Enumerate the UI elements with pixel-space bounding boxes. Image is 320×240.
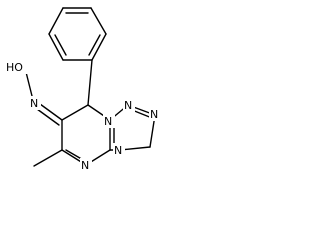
pyrimidine-ring <box>61 104 111 166</box>
bond <box>48 33 64 61</box>
atom-label-n5: N <box>114 144 122 157</box>
phenyl-ring <box>48 7 107 61</box>
bond <box>61 104 89 121</box>
atom-label-oxime-n: N <box>30 97 38 110</box>
bond <box>25 71 33 97</box>
atom-label-hydroxyl: HO <box>6 61 23 74</box>
oxime-double-bond <box>39 103 63 121</box>
atom-label-n1: N <box>104 115 112 128</box>
double-bond-inner <box>88 34 101 56</box>
atom-label-n4: N <box>81 159 89 172</box>
oxime-double-bond <box>36 108 60 126</box>
double-bond-inner <box>54 34 67 56</box>
methyl-bond <box>33 149 63 167</box>
atom-label-n3: N <box>150 108 158 121</box>
bond <box>91 33 107 61</box>
atom-label-n2: N <box>124 99 132 112</box>
double-bond-inner <box>131 109 153 119</box>
molecule-diagram: N HO N N N N N <box>6 7 161 172</box>
bond <box>87 59 93 106</box>
bond <box>48 7 64 35</box>
bond <box>90 7 107 35</box>
